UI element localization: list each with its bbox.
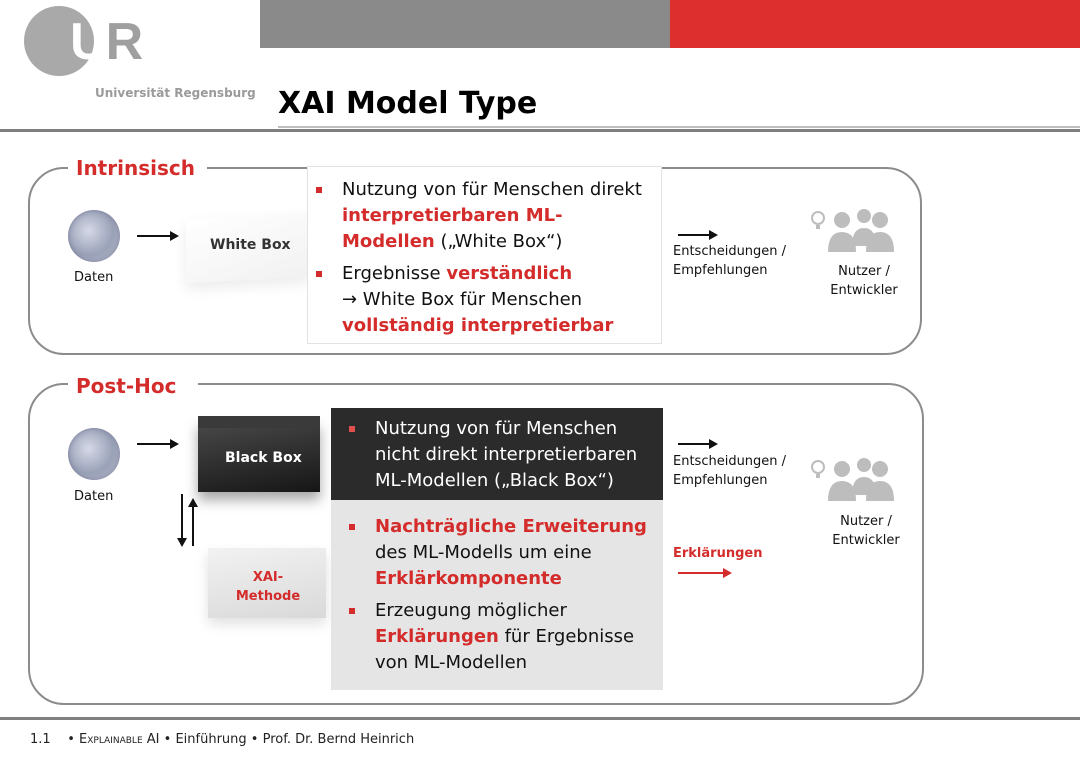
xai-method-label: XAI- Methode [226,568,310,606]
text: Ergebnisse [342,263,447,284]
xai-method-box-icon [208,548,326,618]
emphasis: Nachträgliche Erweiterung [375,516,647,537]
text: Entwickler [832,533,900,548]
footer: 1.1 • Explainable AI • Einführung • Prof… [30,732,414,747]
posthoc-bullet-1: Nachträgliche Erweiterung des ML-Modells… [349,514,651,592]
emphasis: interpretierbaren ML-Modellen [342,205,563,252]
explanations-label: Erklärungen [673,546,763,561]
text: XAI- [252,570,284,585]
emphasis: Erklärungen [375,626,499,647]
users-icon [811,209,894,252]
user-label: Nutzer / Entwickler [828,262,900,300]
header-divider [0,129,1080,132]
course-name: Explainable AI [79,732,160,747]
arrow-right-red-icon [678,568,732,578]
author-name: Prof. Dr. Bernd Heinrich [262,732,415,747]
bullet-square-icon [316,271,322,277]
posthoc-label: Post-Hoc [68,374,198,398]
text: („White Box“) [434,231,563,252]
text: Methode [235,589,301,604]
data-image-icon [68,210,120,262]
bullet-square-icon [349,524,355,530]
separator: • [163,732,172,747]
text: Nutzung von für Menschen nicht direkt in… [375,418,638,491]
data-label: Daten [74,489,114,504]
logo-text: UR [70,13,143,71]
users-icon [811,458,894,501]
separator: • [250,732,259,747]
bullet-square-icon [316,187,322,193]
user-label: Nutzer / Entwickler [830,512,902,550]
bullet-square-icon [349,426,355,432]
text: Erzeugung möglicher [375,600,567,621]
output-label: Entscheidungen / Empfehlungen [673,452,786,490]
arrow-up-head [188,498,198,507]
title-divider [278,126,1080,128]
black-box-label: Black Box [225,450,302,466]
xai-description: Nachträgliche Erweiterung des ML-Modells… [331,500,663,690]
text: Nutzung von für Menschen direkt [342,179,642,200]
university-name: Universität Regensburg [95,86,256,100]
text: Entscheidungen / [673,244,787,259]
header-bar-red [670,0,1080,48]
black-box-lid [198,416,320,428]
emphasis: Erklärkomponente [375,568,562,589]
text: Nutzer / [838,264,890,279]
chapter-name: Einführung [175,732,247,747]
page-number: 1.1 [30,732,51,747]
blackbox-description: Nutzung von für Menschen nicht direkt in… [331,408,663,500]
arrow-right-icon [137,231,179,241]
posthoc-bullet-2: Erzeugung möglicher Erklärungen für Erge… [349,598,651,676]
arrow-down-icon [181,494,183,540]
black-box-icon [198,420,320,492]
arrow-right-icon [678,439,718,449]
arrow-down-head [177,538,187,547]
intrinsic-description: Nutzung von für Menschen direkt interpre… [307,166,662,344]
text: Nutzer / [840,514,892,529]
intrinsic-label: Intrinsisch [68,156,207,180]
white-box-label: White Box [210,237,291,253]
footer-divider [0,717,1080,720]
text: Entscheidungen / [673,454,787,469]
university-logo-icon [24,6,94,76]
text: Entwickler [830,283,898,298]
posthoc-dark-bullet: Nutzung von für Menschen nicht direkt in… [349,416,651,494]
text: für Ergebnisse von ML-Modellen [375,626,635,673]
text: Empfehlungen [673,473,768,488]
data-image-icon [68,428,120,480]
bullet-square-icon [349,608,355,614]
intrinsic-bullet-2: Ergebnisse verständlich → White Box für … [316,261,649,339]
text: Empfehlungen [673,263,768,278]
slide-title: XAI Model Type [278,86,538,121]
text: → White Box für Menschen [342,289,583,310]
arrow-up-icon [192,506,194,546]
emphasis: vollständig interpretierbar [342,315,614,336]
emphasis: verständlich [446,263,573,284]
intrinsic-bullet-1: Nutzung von für Menschen direkt interpre… [316,177,649,255]
output-label: Entscheidungen / Empfehlungen [673,242,786,280]
posthoc-frame [28,383,924,705]
data-label: Daten [74,270,114,285]
separator: • [67,732,75,747]
arrow-right-icon [678,230,718,240]
arrow-right-icon [137,439,179,449]
text: des ML-Modells um eine [375,542,592,563]
header-bar-gray [260,0,670,48]
